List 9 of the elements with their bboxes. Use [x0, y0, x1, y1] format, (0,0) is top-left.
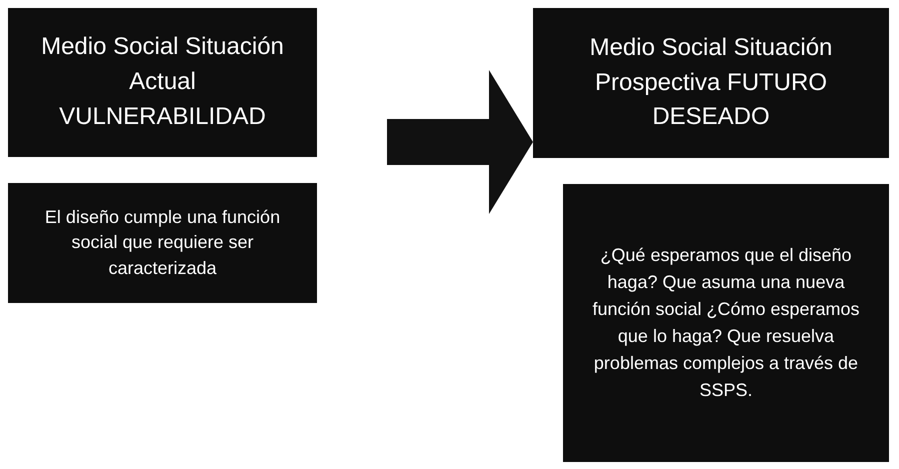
heading-box	[533, 8, 889, 158]
block-arrow	[387, 70, 533, 214]
text-box	[8, 183, 317, 303]
heading-text: Medio Social Situación Prospectiva FUTURO DESEADO	[588, 32, 834, 132]
text-box	[563, 184, 889, 462]
body-text: ¿Qué esperamos que el diseño haga? Que asuma una nueva función social ¿Cómo esperamos que lo haga? Que resuelva problemas complejos a través de SSPS.	[591, 244, 861, 402]
body-text: El diseño cumple una función social que requiere ser caracterizada	[44, 206, 282, 280]
heading-box	[8, 8, 317, 157]
heading-text: Medio Social Situación Actual VULNERABILIDAD	[40, 32, 285, 132]
